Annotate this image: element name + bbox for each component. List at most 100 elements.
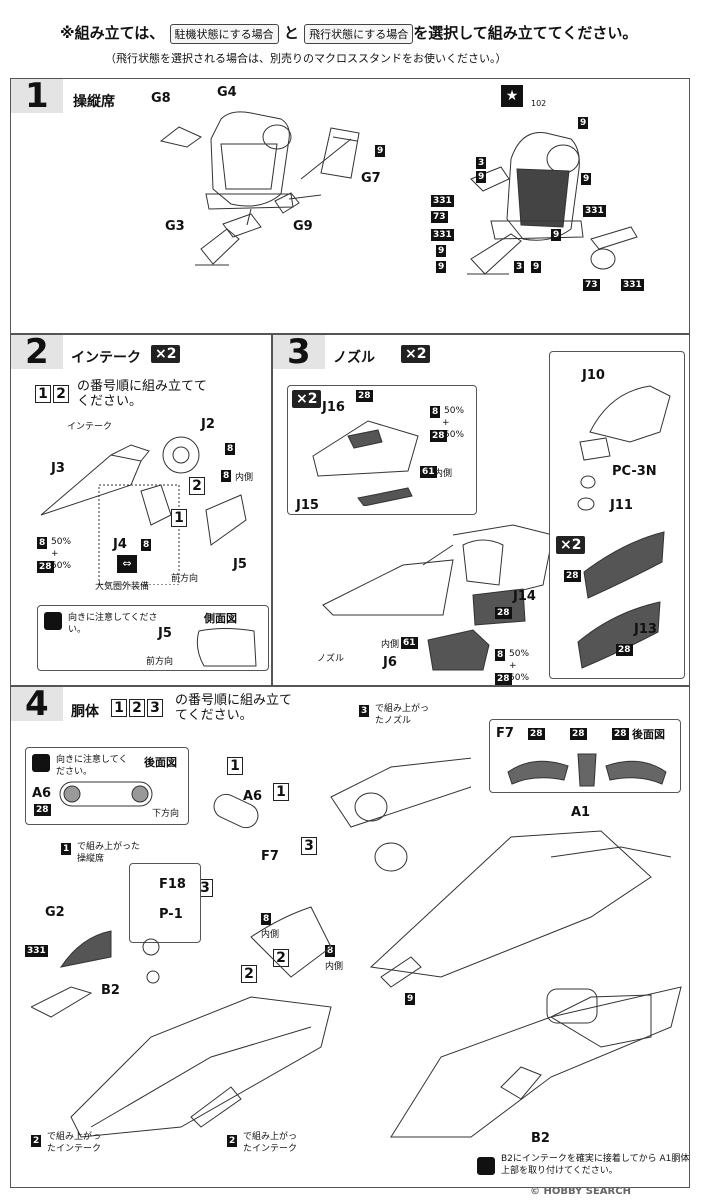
f7-inner: 内側 — [261, 930, 280, 940]
a1-paint: 9 — [405, 993, 416, 1005]
star-badge: ★ — [501, 85, 523, 107]
f7-rear-paint-2: 28 — [570, 728, 587, 740]
j16-drawing — [312, 420, 419, 506]
j4-paint: 8 — [141, 539, 152, 551]
paint-j6-mix-b: 28 — [495, 673, 512, 685]
paint-73-r13: 73 — [583, 279, 600, 291]
seq4-3: 3 — [147, 699, 163, 717]
a6-label: A6 — [32, 786, 52, 801]
tip-box-step4: 向きに注意してください。 後面図 A6 28 下方向 — [25, 747, 189, 825]
part-pc3n: PC-3N — [612, 464, 657, 479]
paint-mix-a: 8 — [430, 406, 441, 418]
a6-paint: 28 — [34, 804, 51, 816]
step-1-panel: 1 操縦席 G8 G4 G7 G3 G9 9 ★ 102 9 3 9 9 — [10, 76, 690, 334]
j16-subbox: ×2 J16 28 8 50% + 28 50% 61 内側 J15 — [287, 385, 477, 515]
seq-2: 2 — [53, 385, 69, 403]
step-2-band — [11, 335, 63, 369]
part-j3: J3 — [51, 461, 65, 476]
j6-drawing — [427, 629, 490, 671]
part-j14: J14 — [513, 589, 536, 604]
paint-plus: + — [442, 418, 450, 428]
mark-1b: 1 — [273, 783, 289, 801]
step-3-number: 3 — [287, 332, 311, 372]
b2-bottom-label: B2 — [531, 1131, 550, 1146]
mix-plus: + — [51, 549, 59, 559]
bottom-note: B2にインテークを確実に接着してから A1胴体上部を取り付けてください。 — [501, 1154, 690, 1176]
j13-drawing — [577, 531, 665, 669]
paint-j6-plus: + — [509, 661, 517, 671]
step-1-title: 操縦席 — [73, 94, 115, 110]
ref2-num-right: 2 — [227, 1135, 238, 1147]
step-4-title: 胴体 — [71, 704, 99, 720]
part-j6: J6 — [383, 655, 397, 670]
paint-inner-label: 内側 — [434, 469, 453, 479]
note-mark: ※ — [60, 24, 75, 42]
paint-j13-a: 28 — [564, 570, 581, 582]
paint-9-r9: 9 — [436, 261, 447, 273]
paint-9-r3: 9 — [476, 171, 487, 183]
mix-bottom-pct: 50% — [51, 561, 72, 571]
tip-box-step2: 向きに注意してください。 J5 前方向 側面図 — [37, 605, 269, 671]
step-4-band — [11, 687, 63, 721]
intake-drawing — [40, 436, 247, 585]
paint-9-r11: 9 — [531, 261, 542, 273]
ref2-text-right: で組み上がったインテーク — [243, 1132, 298, 1154]
a1-label: A1 — [571, 805, 591, 820]
f7-inner-2: 内側 — [325, 962, 344, 972]
j4-arrows-icon: ⇔ — [117, 555, 137, 573]
step-2-multiplier: ×2 — [151, 345, 181, 363]
inner-label: 内側 — [235, 473, 254, 483]
j6-inner-label: 内側 — [381, 640, 400, 650]
paint-9-left: 9 — [375, 145, 386, 157]
paint-9-r1: 9 — [578, 117, 589, 129]
step-3-multiplier: ×2 — [401, 345, 431, 363]
paint-j14: 28 — [495, 607, 512, 619]
paint-9-r12: 9 — [551, 229, 562, 241]
a6-rear-drawing — [59, 781, 153, 807]
special-number: 102 — [531, 99, 547, 108]
paint-inner: 8 — [221, 470, 232, 482]
f7-rear-paint-1: 28 — [528, 728, 545, 740]
header-text-b: と — [283, 24, 299, 42]
paint-j6-mix-a-pct: 50% — [509, 649, 530, 659]
header-text-c: を選択して組み立ててください。 — [413, 24, 638, 42]
mark-3a: 3 — [301, 837, 317, 855]
tip-part: J5 — [158, 626, 172, 641]
tag-flight: 飛行状態にする場合 — [304, 24, 414, 44]
j10-subbox: J10 PC-3N J11 ×2 28 J13 28 — [549, 351, 685, 679]
part-j4: J4 — [113, 537, 127, 552]
f7-rear-drawing — [507, 753, 667, 787]
mark-2b: 2 — [241, 965, 257, 983]
paint-j6-mix-b-pct: 50% — [509, 673, 530, 683]
cockpit-parts-drawing — [159, 111, 352, 266]
b2-label: B2 — [101, 983, 120, 998]
tip4-icon — [32, 754, 50, 772]
fuselage-upper-drawing — [369, 830, 682, 1138]
seq4-1-mark-b: 1 — [273, 781, 291, 801]
watermark: © HOBBY SEARCH — [530, 1186, 631, 1197]
f7-paint: 8 — [261, 913, 272, 925]
ref3-num: 3 — [359, 705, 370, 717]
rear-view-label: 後面図 — [144, 756, 177, 769]
seq-1: 1 — [35, 385, 51, 403]
fuselage-lower-drawing — [31, 757, 471, 1138]
header-line-1: ※組み立ては、 駐機状態にする場合 と 飛行状態にする場合を選択して組み立ててく… — [60, 22, 637, 44]
part-j10: J10 — [582, 368, 605, 383]
side-view-label: 側面図 — [204, 612, 237, 625]
paint-331-r14: 331 — [621, 279, 644, 291]
f7-rear-box: F7 28 28 28 後面図 — [489, 719, 681, 793]
seq-2-marker: 2 — [189, 475, 207, 495]
forward-label: 前方向 — [171, 574, 199, 584]
f18-label: F18 — [159, 877, 186, 892]
paint-73-r6: 73 — [431, 211, 448, 223]
part-g7: G7 — [361, 171, 381, 186]
step-4-number: 4 — [25, 684, 49, 724]
paint-j6-mix-a: 8 — [495, 649, 506, 661]
header-note: ※組み立ては、 駐機状態にする場合 と 飛行状態にする場合を選択して組み立ててく… — [0, 0, 701, 80]
mark-1a: 1 — [227, 757, 243, 775]
paint-9-r4: 9 — [581, 173, 592, 185]
paint-j2: 8 — [225, 443, 236, 455]
header-text-a: 組み立ては、 — [74, 24, 165, 42]
paint-331-r7: 331 — [431, 229, 454, 241]
